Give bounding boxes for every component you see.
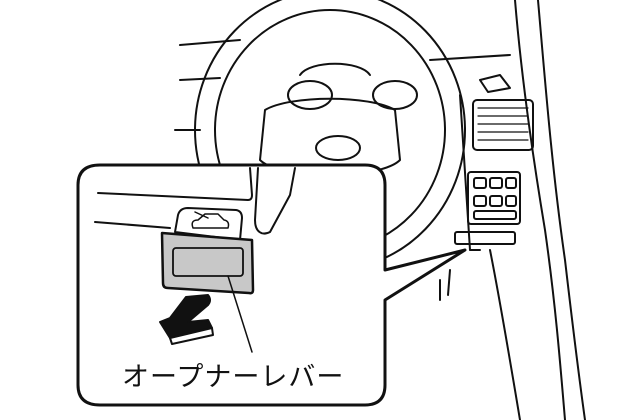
- callout-box: [76, 163, 467, 407]
- hood-release-button: [174, 207, 243, 241]
- dashboard: [174, 39, 511, 251]
- pull-arrow-icon: [159, 294, 214, 345]
- opener-lever-label: オープナーレバー: [122, 362, 345, 393]
- car-hood-icon: [191, 211, 230, 229]
- leader-line: [227, 275, 253, 353]
- door-pillar: [489, 0, 586, 420]
- opener-lever: [160, 231, 255, 353]
- center-console: [439, 74, 534, 301]
